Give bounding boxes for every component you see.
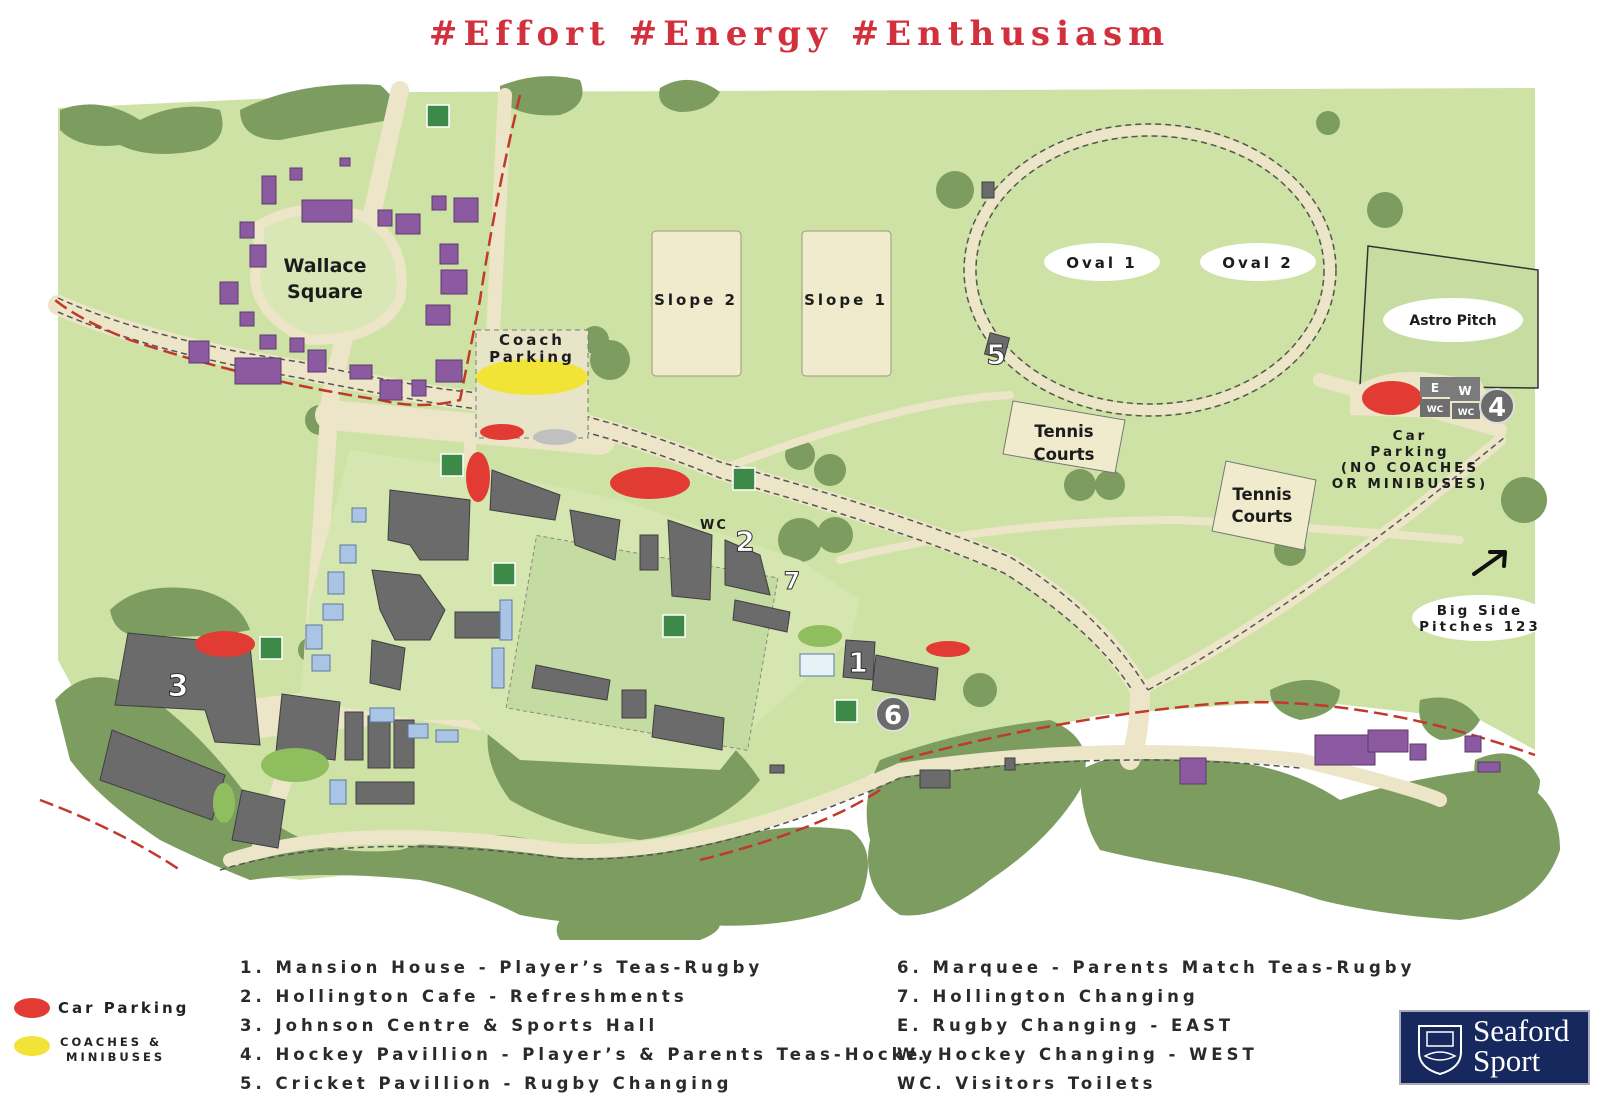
light-blue-buildings (305, 507, 835, 805)
tennis-courts-a: Tennis Courts (1002, 400, 1126, 474)
car-parking-label: Car Parking (NO COACHES OR MINIBUSES) (1332, 428, 1488, 492)
coach-parking-label: Coach (499, 331, 565, 349)
marker-mansion-house: 1 (848, 646, 867, 679)
marker-cricket-pavillion: 5 (986, 338, 1005, 371)
svg-text:WC: WC (1427, 405, 1444, 415)
crest-icon (1418, 1025, 1462, 1076)
marker-hockey-pavillion: 4 (1488, 393, 1506, 423)
svg-text:WC: WC (1458, 408, 1475, 418)
legend-item: 5. Cricket Pavillion - Rugby Changing (240, 1074, 733, 1093)
campus-map: Wallace Square (39, 76, 1560, 940)
svg-text:Courts: Courts (1033, 445, 1094, 464)
rugby-changing-east-marker: E (1431, 381, 1439, 395)
legend-right: 6. Marquee - Parents Match Teas-Rugby 7.… (897, 953, 1415, 1098)
legend-item: WC. Visitors Toilets (897, 1074, 1157, 1093)
svg-text:Astro Pitch: Astro Pitch (1409, 313, 1496, 329)
location-markers: 3 2 7 1 6 5 4 (167, 338, 1515, 732)
svg-text:OR MINIBUSES): OR MINIBUSES) (1332, 476, 1488, 492)
svg-text:Big Side: Big Side (1437, 603, 1523, 619)
svg-text:Car: Car (1393, 428, 1428, 444)
wallace-square-label: Wallace (283, 255, 366, 277)
svg-text:Parking: Parking (489, 348, 575, 366)
spectator-area-icon (259, 104, 858, 723)
wc-label: WC (700, 518, 728, 533)
pitch-oval-2: Oval 2 (1200, 243, 1316, 281)
marker-marquee: 6 (884, 701, 902, 731)
svg-text:Tennis: Tennis (1232, 485, 1291, 504)
marker-hollington-changing: 7 (784, 567, 801, 595)
pitch-oval-1: Oval 1 (1044, 243, 1160, 281)
svg-text:(NO COACHES: (NO COACHES (1341, 460, 1479, 476)
hockey-changing-west-marker: W (1458, 384, 1471, 398)
green-parking-areas (213, 625, 842, 823)
svg-text:Oval 1: Oval 1 (1066, 254, 1137, 272)
pitch-slope-1: Slope 1 (801, 230, 892, 377)
page-title: #Effort #Energy #Enthusiasm (428, 14, 1171, 54)
astro-pitch: Astro Pitch (1359, 245, 1539, 389)
direction-arrow-icon (1472, 550, 1507, 576)
svg-text:Oval 2: Oval 2 (1222, 254, 1293, 272)
legend-item: W. Hockey Changing - WEST (897, 1045, 1258, 1064)
seaford-sport-logo: Seaford Sport (1399, 1010, 1590, 1085)
svg-text:Courts: Courts (1231, 507, 1292, 526)
svg-text:Tennis: Tennis (1034, 422, 1093, 441)
marker-johnson-centre: 3 (168, 669, 189, 704)
school-buildings (99, 181, 1016, 849)
legend-item: 4. Hockey Pavillion - Player’s & Parents… (240, 1045, 937, 1064)
pitch-slope-2: Slope 2 (651, 230, 742, 377)
legend-item: 3. Johnson Centre & Sports Hall (240, 1016, 659, 1035)
svg-text:Square: Square (287, 281, 363, 303)
residential-houses (188, 157, 1501, 785)
legend-item: E. Rugby Changing - EAST (897, 1016, 1235, 1035)
marker-hollington-cafe: 2 (735, 525, 754, 558)
svg-text:Pitches 123: Pitches 123 (1419, 619, 1541, 635)
wallace-square-area: Wallace Square (249, 204, 407, 346)
legend-item: 7. Hollington Changing (897, 987, 1199, 1006)
legend-item: 1. Mansion House - Player’s Teas-Rugby (240, 958, 764, 977)
svg-text:Parking: Parking (1370, 444, 1449, 460)
tennis-courts-b: Tennis Courts (1211, 460, 1317, 551)
big-side-pitches: Big Side Pitches 123 (1412, 595, 1548, 641)
svg-text:Slope 2: Slope 2 (654, 291, 738, 309)
car-parking-markers (195, 424, 970, 657)
coach-parking-swatch (14, 1036, 50, 1056)
svg-text:Slope 1: Slope 1 (804, 291, 888, 309)
legend-item: 2. Hollington Cafe - Refreshments (240, 987, 688, 1006)
oval-track (965, 125, 1335, 415)
legend-item: 6. Marquee - Parents Match Teas-Rugby (897, 958, 1416, 977)
car-parking-swatch (14, 998, 50, 1018)
car-parking-key-label: Car Parking (58, 999, 190, 1017)
legend-left: 1. Mansion House - Player’s Teas-Rugby 2… (240, 953, 936, 1098)
hockey-pavillion: E W WC WC (1420, 377, 1480, 419)
coach-parking-area: Coach Parking (475, 329, 589, 439)
